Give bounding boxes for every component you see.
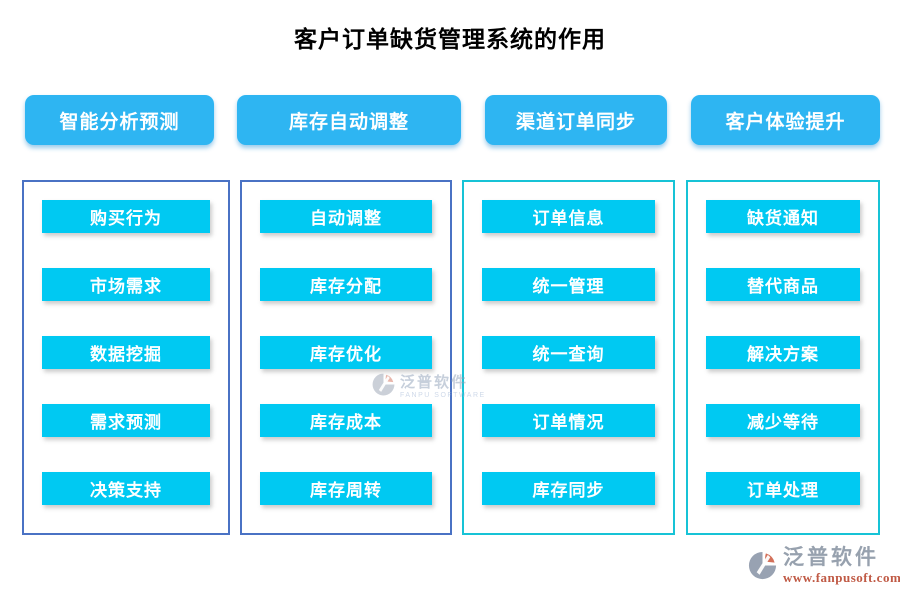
item-button[interactable]: 替代商品 [706, 268, 860, 301]
page-title: 客户订单缺货管理系统的作用 [294, 26, 606, 52]
item-button[interactable]: 库存分配 [260, 268, 432, 301]
footer-logo: 泛普软件 www.fanpusoft.com [747, 547, 900, 586]
item-button[interactable]: 统一查询 [482, 336, 655, 369]
col3-header-button[interactable]: 渠道订单同步 [485, 95, 667, 145]
fanpu-logo-icon [747, 547, 778, 586]
item-button[interactable]: 自动调整 [260, 200, 432, 233]
item-button[interactable]: 库存成本 [260, 404, 432, 437]
col4-panel: 缺货通知 替代商品 解决方案 减少等待 订单处理 [686, 180, 880, 535]
item-button[interactable]: 统一管理 [482, 268, 655, 301]
col4-header-button[interactable]: 客户体验提升 [691, 95, 880, 145]
item-button[interactable]: 订单处理 [706, 472, 860, 505]
item-button[interactable]: 库存优化 [260, 336, 432, 369]
col1-panel: 购买行为 市场需求 数据挖掘 需求预测 决策支持 [22, 180, 230, 535]
item-button[interactable]: 订单情况 [482, 404, 655, 437]
item-button[interactable]: 订单信息 [482, 200, 655, 233]
item-button[interactable]: 购买行为 [42, 200, 210, 233]
item-button[interactable]: 需求预测 [42, 404, 210, 437]
col2-header-button[interactable]: 库存自动调整 [237, 95, 461, 145]
item-button[interactable]: 缺货通知 [706, 200, 860, 233]
item-button[interactable]: 市场需求 [42, 268, 210, 301]
item-button[interactable]: 决策支持 [42, 472, 210, 505]
item-button[interactable]: 解决方案 [706, 336, 860, 369]
col3-panel: 订单信息 统一管理 统一查询 订单情况 库存同步 [462, 180, 675, 535]
col2-panel: 自动调整 库存分配 库存优化 库存成本 库存周转 [240, 180, 452, 535]
col1-header-button[interactable]: 智能分析预测 [25, 95, 214, 145]
footer-brand-text: 泛普软件 [783, 546, 879, 569]
item-button[interactable]: 数据挖掘 [42, 336, 210, 369]
item-button[interactable]: 库存周转 [260, 472, 432, 505]
footer-url-text: www.fanpusoft.com [783, 570, 900, 585]
item-button[interactable]: 库存同步 [482, 472, 655, 505]
item-button[interactable]: 减少等待 [706, 404, 860, 437]
